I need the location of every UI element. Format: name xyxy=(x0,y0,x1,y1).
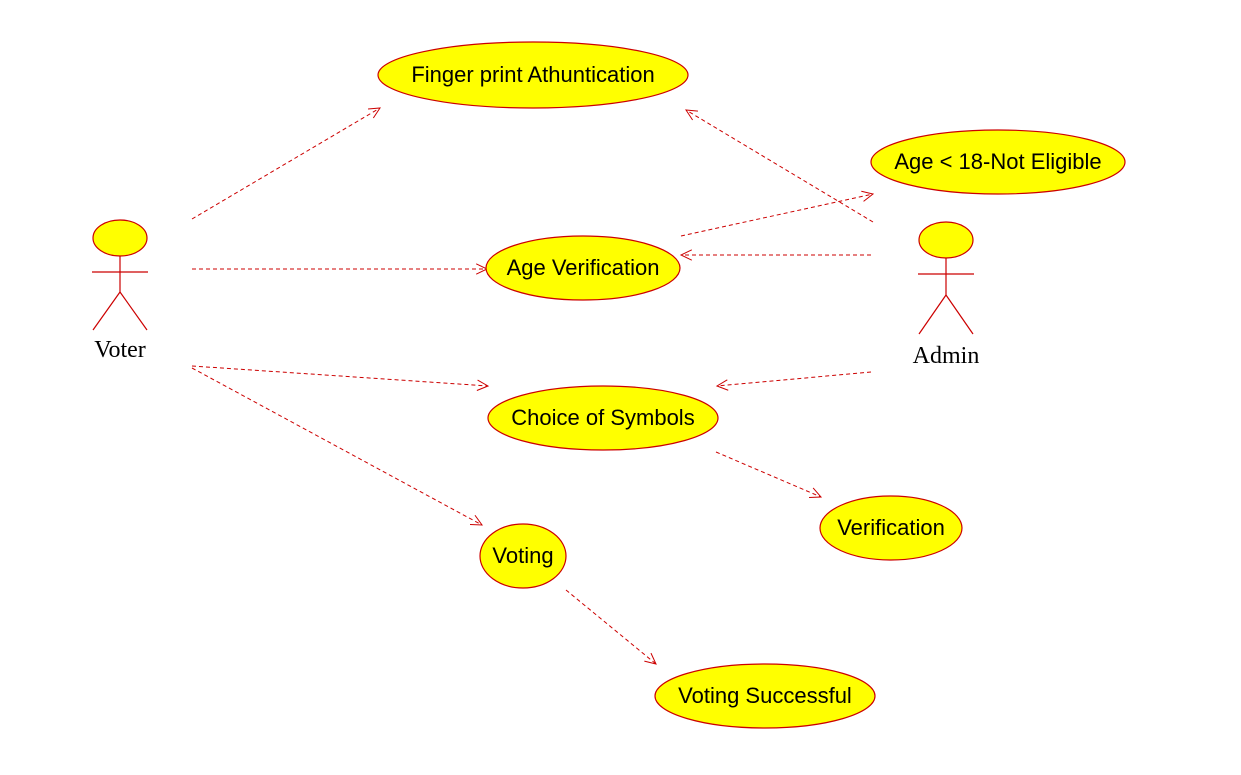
dependency-admin-to-fingerprint xyxy=(685,109,874,223)
arrowhead-icon xyxy=(476,379,490,391)
arrowhead-icon xyxy=(808,487,823,499)
arrowhead-icon xyxy=(685,109,698,121)
usecase-age-verification-label: Age Verification xyxy=(507,255,660,280)
usecase-voting-successful-label: Voting Successful xyxy=(678,683,852,708)
arrowhead-icon xyxy=(715,379,729,391)
usecase-choice-of-symbols-ellipse xyxy=(487,385,719,451)
dependency-line xyxy=(716,371,872,387)
usecase-choice-of-symbols[interactable]: Choice of Symbols xyxy=(487,385,719,451)
dependency-voting-to-voting-successful xyxy=(565,589,657,665)
usecase-age-not-eligible-label: Age < 18-Not Eligible xyxy=(894,149,1101,174)
dependency-admin-to-choice-of-symbols xyxy=(715,371,872,391)
actor-voter-label: Voter xyxy=(94,337,146,363)
actor-admin[interactable]: Admin xyxy=(913,221,980,369)
dependency-line xyxy=(191,367,483,526)
dependency-line xyxy=(191,365,489,387)
usecase-verification[interactable]: Verification xyxy=(819,495,963,561)
usecase-verification-ellipse xyxy=(819,495,963,561)
usecase-fingerprint-label: Finger print Athuntication xyxy=(411,62,654,87)
voter-stick-figure-icon xyxy=(92,219,148,331)
arrowhead-icon xyxy=(368,107,381,119)
actor-admin-label: Admin xyxy=(913,343,980,369)
dependency-line xyxy=(680,193,874,237)
actor-voter[interactable]: Voter xyxy=(92,219,148,363)
dependency-age-verification-to-age-not-eligible xyxy=(680,190,875,237)
usecase-age-verification-ellipse xyxy=(485,235,681,301)
dependency-line xyxy=(565,589,657,665)
dependency-voter-to-voting xyxy=(191,367,484,526)
dependency-line xyxy=(685,109,874,223)
arrowhead-icon xyxy=(679,249,693,261)
dependency-admin-to-age-verification xyxy=(679,249,871,261)
dependency-choice-of-symbols-to-verification xyxy=(715,451,823,499)
usecase-fingerprint-ellipse xyxy=(377,41,689,109)
arrowhead-icon xyxy=(469,514,484,526)
dependency-voter-to-fingerprint xyxy=(191,107,381,220)
usecase-verification-label: Verification xyxy=(837,515,945,540)
usecase-fingerprint[interactable]: Finger print Athuntication xyxy=(377,41,689,109)
usecase-voting-successful[interactable]: Voting Successful xyxy=(654,663,876,729)
usecase-age-not-eligible[interactable]: Age < 18-Not Eligible xyxy=(870,129,1126,195)
usecase-age-verification[interactable]: Age Verification xyxy=(485,235,681,301)
usecase-voting-ellipse xyxy=(479,523,567,589)
arrowhead-icon xyxy=(644,652,657,665)
dependency-line xyxy=(715,451,822,498)
admin-stick-figure-icon xyxy=(918,221,974,335)
usecase-age-not-eligible-ellipse xyxy=(870,129,1126,195)
usecase-voting-label: Voting xyxy=(492,543,553,568)
usecase-voting-successful-ellipse xyxy=(654,663,876,729)
dependency-arrows xyxy=(191,107,875,665)
dependency-voter-to-age-verification xyxy=(192,263,489,275)
arrowhead-icon xyxy=(861,190,875,202)
usecase-choice-of-symbols-label: Choice of Symbols xyxy=(511,405,694,430)
dependency-voter-to-choice-of-symbols xyxy=(191,365,490,391)
dependency-line xyxy=(191,107,381,220)
usecase-voting[interactable]: Voting xyxy=(479,523,567,589)
